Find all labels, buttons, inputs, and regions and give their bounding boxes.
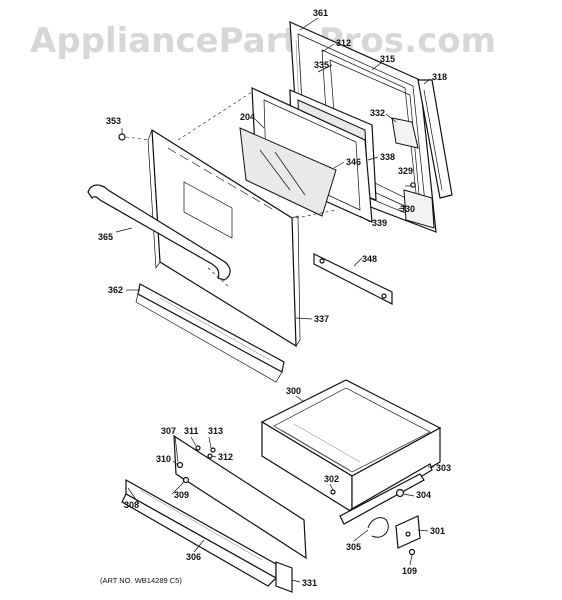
callout-311: 311 [184, 426, 199, 436]
callout-312: 312 [336, 38, 351, 48]
callout-302: 302 [324, 474, 339, 484]
callout-109: 109 [402, 566, 417, 576]
screw-329[interactable] [410, 182, 416, 188]
door-bottom-vent-trim[interactable] [135, 283, 285, 383]
drawer-bottom-rail[interactable] [330, 473, 425, 525]
callout-361: 361 [313, 8, 328, 18]
drawer-end-cap[interactable] [275, 561, 293, 593]
storage-drawer[interactable] [260, 379, 442, 514]
callout-303: 303 [436, 463, 451, 473]
callout-339: 339 [372, 218, 387, 228]
drawer-front-panel[interactable] [121, 434, 307, 587]
screw-109[interactable] [408, 548, 416, 556]
callout-308: 308 [124, 500, 139, 510]
screw-353[interactable] [118, 133, 126, 141]
callout-332: 332 [370, 108, 385, 118]
window-glass[interactable] [239, 127, 337, 217]
alignment-lines [125, 91, 337, 287]
callout-305: 305 [346, 542, 361, 552]
callout-346: 346 [346, 157, 361, 167]
drawer-spring[interactable] [367, 517, 389, 538]
callout-335: 335 [314, 60, 329, 70]
door-hinge[interactable] [417, 79, 453, 199]
drawer-hardware[interactable] [176, 445, 216, 484]
callout-204: 204 [240, 112, 255, 122]
callout-337: 337 [314, 314, 329, 324]
callout-365: 365 [98, 232, 113, 242]
callout-301: 301 [430, 526, 445, 536]
callout-329: 329 [398, 166, 413, 176]
callout-312-drawer: 312 [218, 452, 233, 462]
drawer-roller[interactable] [395, 488, 405, 498]
callout-318: 318 [432, 72, 447, 82]
callout-labels: 361 312 315 335 318 353 204 332 346 338 … [98, 8, 451, 588]
callout-338: 338 [380, 152, 395, 162]
art-number: (ART NO. WB14289 C5) [100, 576, 182, 585]
door-side-trim[interactable] [403, 189, 435, 229]
callout-362: 362 [108, 285, 123, 295]
callout-300: 300 [286, 386, 301, 396]
callout-348: 348 [362, 254, 377, 264]
callout-304: 304 [416, 490, 431, 500]
callout-306: 306 [186, 552, 201, 562]
leader-lines [115, 17, 434, 583]
drawer-bracket-301[interactable] [395, 515, 421, 549]
callout-330: 330 [400, 204, 415, 214]
door-bracket-332[interactable] [391, 117, 419, 149]
callout-313: 313 [208, 426, 223, 436]
watermark-text: AppliancePartsPros.com [30, 21, 496, 61]
callout-309: 309 [174, 490, 189, 500]
door-bracket-348[interactable] [313, 253, 393, 305]
callout-353: 353 [106, 116, 121, 126]
callout-307: 307 [161, 426, 176, 436]
callout-315: 315 [380, 54, 395, 64]
door-handle[interactable] [87, 184, 231, 281]
callout-310: 310 [156, 454, 171, 464]
callout-331: 331 [302, 578, 317, 588]
